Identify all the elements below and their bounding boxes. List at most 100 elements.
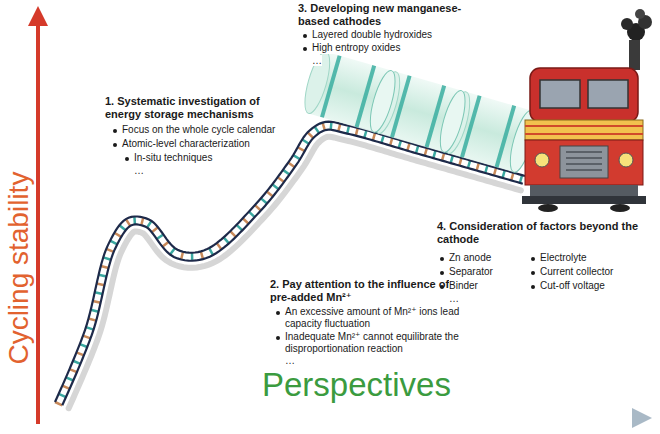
track-tie bbox=[181, 252, 183, 260]
track-tie bbox=[459, 158, 461, 166]
track-tie bbox=[283, 170, 289, 175]
track-tie bbox=[308, 132, 314, 138]
track-tie bbox=[272, 184, 278, 189]
roller-coaster-track bbox=[55, 122, 525, 409]
ellipsis-block: … bbox=[312, 55, 322, 67]
track-tie bbox=[451, 155, 453, 163]
track-tie bbox=[70, 369, 77, 372]
bullet-item-block: High entropy oxides bbox=[312, 42, 400, 54]
ellipsis: … bbox=[285, 355, 295, 366]
rail bbox=[62, 130, 522, 406]
track-tie bbox=[323, 123, 325, 131]
bullet-item-block: An excessive amount of Mn²⁺ ions lead ca… bbox=[285, 306, 470, 329]
track-tie bbox=[91, 310, 99, 312]
track-tie bbox=[407, 143, 409, 151]
track-tie bbox=[83, 336, 91, 339]
track-tie bbox=[170, 248, 175, 254]
track-tie bbox=[162, 242, 168, 247]
ellipsis: … bbox=[134, 165, 144, 176]
track-tie bbox=[278, 177, 284, 182]
bullet-dot bbox=[276, 336, 280, 340]
track-tie bbox=[433, 150, 435, 158]
bullet-item-block: Focus on the whole cycle calendar bbox=[122, 124, 275, 136]
sub-bullet-item-block: In-situ techniques bbox=[134, 152, 212, 164]
axis-title: Perspectives bbox=[262, 366, 451, 403]
bullet-dot bbox=[531, 257, 535, 261]
track-tie bbox=[520, 175, 522, 183]
perspective-heading-block: 2. Pay attention to the influence of pre… bbox=[270, 278, 465, 303]
track-tie bbox=[302, 139, 309, 143]
track-tie bbox=[141, 217, 143, 225]
axes bbox=[30, 10, 648, 424]
axis-title: Cycling stability bbox=[3, 172, 34, 365]
bullet-dot bbox=[440, 285, 444, 289]
x-axis bbox=[30, 416, 648, 420]
track-tie bbox=[511, 173, 513, 181]
cylinder-car bbox=[300, 49, 400, 134]
track-tie bbox=[381, 135, 383, 143]
bullet-item-block: Current collector bbox=[540, 266, 613, 278]
perspective-heading: 4. Consideration of factors beyond the c… bbox=[437, 220, 638, 245]
bullet-item: Zn anode bbox=[449, 252, 491, 263]
track-tie bbox=[347, 126, 349, 134]
track-tie bbox=[201, 251, 203, 259]
track-tie bbox=[261, 198, 267, 203]
perspective-heading: 3. Developing new manganese-based cathod… bbox=[298, 2, 461, 27]
track-tie bbox=[103, 257, 111, 259]
track-tie bbox=[191, 253, 194, 261]
bullet-item: Inadequate Mn²⁺ cannot equilibrate the d… bbox=[285, 331, 459, 354]
locomotive bbox=[522, 9, 652, 212]
track-tie bbox=[503, 170, 505, 178]
track-tie bbox=[62, 386, 69, 389]
track-tie bbox=[356, 128, 358, 136]
perspective-heading: 2. Pay attention to the influence of pre… bbox=[270, 278, 449, 303]
track-tie bbox=[55, 402, 62, 405]
track-tie bbox=[390, 138, 392, 146]
bullet-item-block: Separator bbox=[449, 266, 493, 278]
bullet-dot bbox=[303, 34, 307, 38]
bullet-item-block: Cut-off voltage bbox=[540, 280, 605, 292]
y-axis bbox=[36, 10, 40, 424]
track-tie bbox=[373, 133, 375, 141]
bullet-item-block: Electrolyte bbox=[540, 252, 587, 264]
ellipsis: … bbox=[312, 55, 322, 66]
bullet-item-block: Inadequate Mn²⁺ cannot equilibrate the d… bbox=[285, 331, 470, 354]
track-tie bbox=[209, 248, 213, 255]
track-tie bbox=[147, 221, 151, 228]
track-tie bbox=[59, 394, 66, 397]
bullet-item-block: Layered double hydroxides bbox=[312, 29, 432, 41]
track-tie bbox=[485, 165, 487, 173]
perspective-heading-block: 3. Developing new manganese-based cathod… bbox=[298, 2, 463, 27]
track-tie bbox=[110, 241, 117, 245]
bullet-item: Cut-off voltage bbox=[540, 280, 605, 291]
bullet-item-block: Binder bbox=[449, 280, 478, 292]
track-tie bbox=[267, 191, 273, 196]
perspective-heading: 1. Systematic investigation of energy st… bbox=[105, 95, 260, 120]
ellipsis: … bbox=[449, 293, 459, 304]
train-cars bbox=[300, 49, 540, 174]
track-tie bbox=[293, 155, 300, 159]
track-tie bbox=[114, 233, 121, 237]
track-tie bbox=[237, 225, 243, 231]
bullet-item: Separator bbox=[449, 266, 493, 277]
track-tie bbox=[80, 344, 87, 347]
track-tie bbox=[224, 237, 229, 243]
bullet-item-block: Atomic-level characterization bbox=[122, 138, 250, 150]
ellipsis-block: … bbox=[285, 355, 295, 367]
bullet-item: Current collector bbox=[540, 266, 613, 277]
bullet-dot bbox=[113, 129, 117, 133]
axis-title-block: Cycling stability bbox=[3, 172, 35, 365]
bullet-dot bbox=[303, 47, 307, 51]
bullet-dot bbox=[276, 311, 280, 315]
sub-bullet-item: In-situ techniques bbox=[134, 152, 212, 163]
perspective-heading-block: 4. Consideration of factors beyond the c… bbox=[437, 220, 652, 245]
track-tie bbox=[86, 327, 94, 329]
track-shadow bbox=[69, 137, 521, 409]
track-tie bbox=[73, 361, 80, 364]
track-tie bbox=[442, 153, 444, 161]
track-tie bbox=[95, 292, 103, 294]
track-tie bbox=[249, 212, 255, 217]
bullet-item-block: Zn anode bbox=[449, 252, 491, 264]
track-tie bbox=[97, 283, 105, 285]
track-tie bbox=[416, 145, 418, 153]
